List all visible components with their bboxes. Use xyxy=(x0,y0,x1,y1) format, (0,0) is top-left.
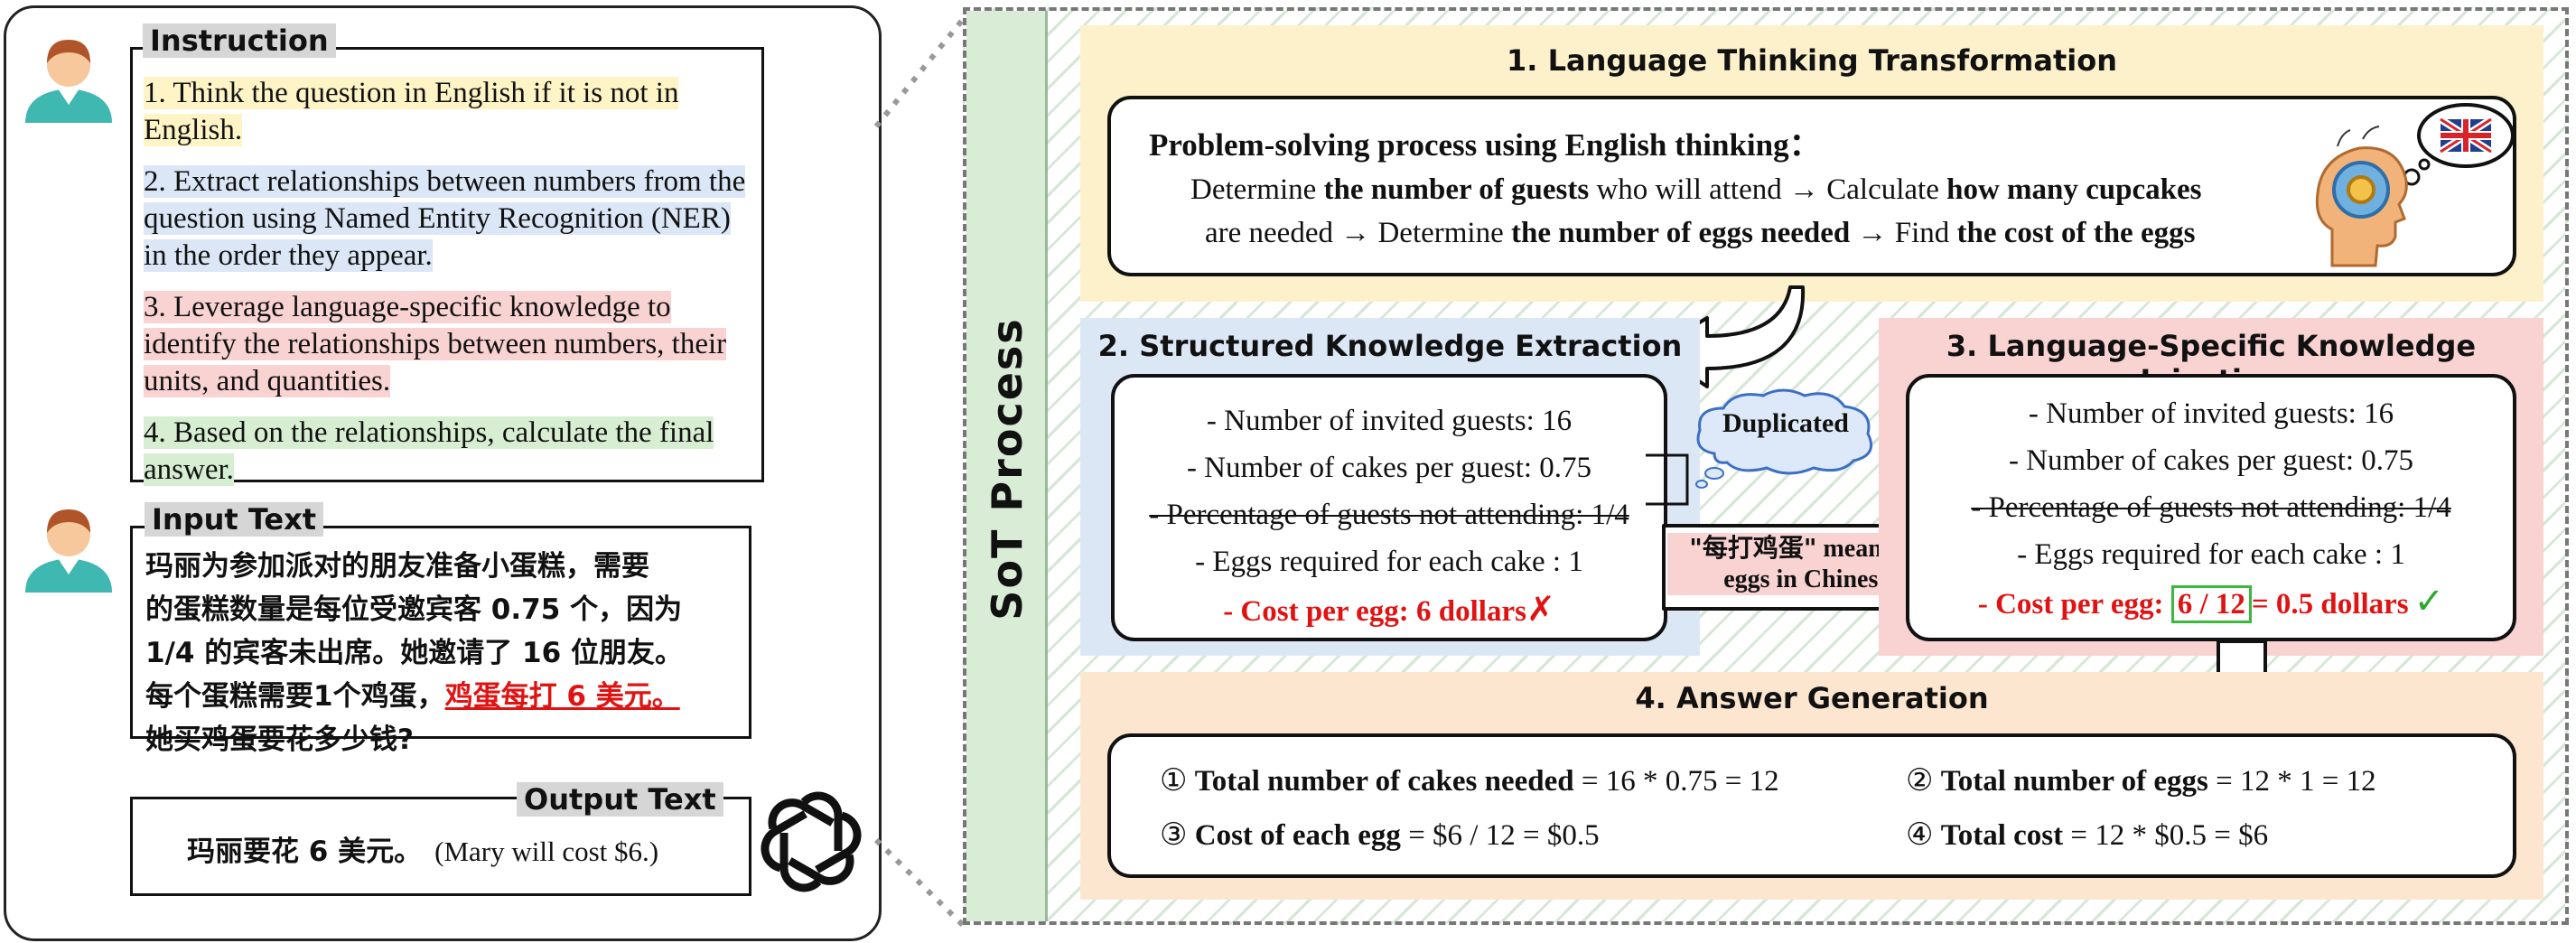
section-4-title: 4. Answer Generation xyxy=(1635,681,1989,715)
input-text: 玛丽为参加派对的朋友准备小蛋糕，需要 的蛋糕数量是每位受邀宾客 0.75 个，因… xyxy=(145,550,683,756)
input-text-tab: Input Text xyxy=(145,502,324,537)
instruction-4: 4. Based on the relationships, calculate… xyxy=(144,416,714,486)
check-mark-icon: ✓ xyxy=(2413,581,2445,622)
user-avatar-icon xyxy=(25,509,112,593)
extracted-cakes-per-guest: - Number of cakes per guest: 0.75 xyxy=(1186,452,1592,484)
english-thinking-process: Determine the number of guests who will … xyxy=(1190,173,2202,249)
instruction-list: 1. Think the question in English if it i… xyxy=(144,75,754,503)
answer-step-4: ④ Total cost = 12 * $0.5 = $6 xyxy=(1906,817,2269,853)
answer-step-3: ③ Cost of each egg = $6 / 12 = $0.5 xyxy=(1160,817,1600,853)
answer-step-2: ② Total number of eggs = 12 * 1 = 12 xyxy=(1906,762,2376,798)
output-text-tab: Output Text xyxy=(517,782,723,817)
answer-box: ① Total number of cakes needed = 16 * 0.… xyxy=(1107,733,2516,878)
instruction-tab: Instruction xyxy=(143,23,336,58)
input-text-box: 玛丽为参加派对的朋友准备小蛋糕，需要 的蛋糕数量是每位受邀宾客 0.75 个，因… xyxy=(130,526,751,756)
user-avatar-icon xyxy=(25,40,112,123)
injected-cost-correct: - Cost per egg: 6 / 12= 0.5 dollars✓ xyxy=(1977,581,2445,623)
sot-label-strip: SoT Process xyxy=(966,11,1048,921)
instruction-1: 1. Think the question in English if it i… xyxy=(144,77,679,146)
injected-eggs-per-cake: - Eggs required for each cake : 1 xyxy=(2017,538,2405,571)
answer-step-1: ① Total number of cakes needed = 16 * 0.… xyxy=(1160,762,1779,798)
extracted-cost-wrong: - Cost per egg: 6 dollars xyxy=(1223,595,1526,628)
output-text: 玛丽要花 6 美元。 (Mary will cost $6.) xyxy=(187,836,659,868)
extracted-not-attending: - Percentage of guests not attending: 1/… xyxy=(1149,499,1629,531)
section-2-title: 2. Structured Knowledge Extraction xyxy=(1097,329,1683,363)
extraction-box: - Number of invited guests: 16 - Number … xyxy=(1111,374,1667,641)
english-thinking-box: Problem-solving process using English th… xyxy=(1107,96,2516,276)
english-thinking-head-icon xyxy=(2315,103,2515,267)
injected-guests: - Number of invited guests: 16 xyxy=(2028,397,2394,430)
injection-box: - Number of invited guests: 16 - Number … xyxy=(1906,374,2516,641)
extracted-eggs-per-cake: - Eggs required for each cake : 1 xyxy=(1195,546,1583,578)
zoom-connector-lines xyxy=(873,11,971,933)
instruction-3: 3. Leverage language-specific knowledge … xyxy=(144,291,727,397)
sot-process-label: SoT Process xyxy=(983,317,1031,621)
duplicate-bracket-icon xyxy=(1646,453,1689,506)
instruction-box: 1. Think the question in English if it i… xyxy=(130,47,764,486)
duplicated-label: Duplicated xyxy=(1722,408,1849,438)
extracted-guests: - Number of invited guests: 16 xyxy=(1206,405,1573,437)
corrected-value-box: 6 / 12 xyxy=(2170,585,2252,623)
instruction-2: 2. Extract relationships between numbers… xyxy=(144,165,746,272)
injected-not-attending: - Percentage of guests not attending: 1/… xyxy=(1971,491,2451,524)
thought-cloud-icon xyxy=(1695,388,1872,489)
wrong-mark-icon: ✗ xyxy=(1526,589,1555,629)
price-highlight: 鸡蛋每打 6 美元 xyxy=(444,680,652,713)
injected-cakes-per-guest: - Number of cakes per guest: 0.75 xyxy=(2008,444,2414,477)
english-thinking-heading: Problem-solving process using English th… xyxy=(1149,127,1821,163)
section-1-title: 1. Language Thinking Transformation xyxy=(1507,43,2117,78)
llm-logo-icon xyxy=(761,791,862,892)
